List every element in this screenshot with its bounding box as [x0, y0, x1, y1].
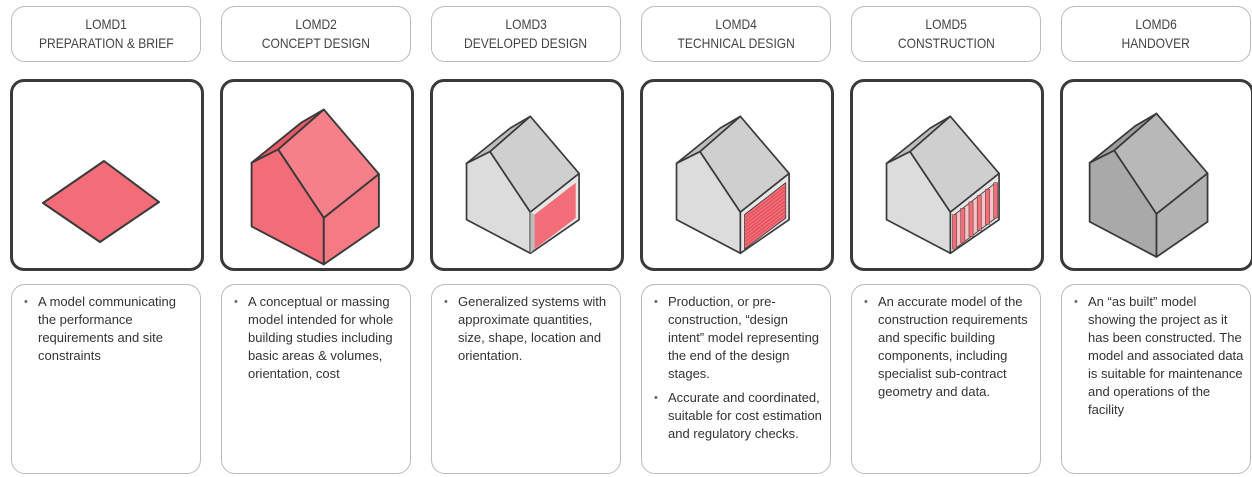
- description-bullet: An “as built” model showing the project …: [1074, 293, 1244, 419]
- stage-description: An accurate model of the construction re…: [851, 284, 1041, 474]
- as-built-house-icon: [1060, 79, 1252, 271]
- description-bullet: Accurate and coordinated, suitable for c…: [654, 389, 824, 443]
- stage-code: LOMD5: [925, 16, 967, 32]
- right-wall-panel: [534, 182, 576, 250]
- stage-code: LOMD6: [1135, 16, 1177, 32]
- stud-frame-panel: [952, 182, 999, 250]
- construction-house-icon: [850, 79, 1044, 271]
- stage-name: CONSTRUCTION: [897, 35, 995, 51]
- stage-code: LOMD1: [85, 16, 127, 32]
- stage-name: CONCEPT DESIGN: [261, 35, 371, 51]
- stage-code: LOMD2: [295, 16, 337, 32]
- wall-thickness: [530, 212, 535, 254]
- stage-name: DEVELOPED DESIGN: [464, 35, 588, 51]
- house-drawing: [1088, 112, 1209, 258]
- description-bullet: An accurate model of the construction re…: [864, 293, 1034, 401]
- description-bullet: A model communicating the performance re…: [24, 293, 194, 365]
- house-drawing: [465, 115, 580, 255]
- house-drawing: [250, 108, 380, 266]
- description-bullet: A conceptual or massing model intended f…: [234, 293, 404, 383]
- stage-code: LOMD4: [715, 16, 757, 32]
- site-plot-icon: [10, 79, 204, 271]
- house-drawing: [675, 115, 790, 255]
- cladding-panel: [744, 182, 787, 250]
- house-drawing: [885, 115, 1000, 255]
- stage-code: LOMD3: [505, 16, 547, 32]
- stage-description: Generalized systems with approximate qua…: [431, 284, 621, 474]
- site-plot-shape: [42, 160, 160, 243]
- developed-house-icon: [430, 79, 624, 271]
- description-bullet: Generalized systems with approximate qua…: [444, 293, 614, 365]
- technical-house-icon: [640, 79, 834, 271]
- stage-name: HANDOVER: [1121, 35, 1191, 51]
- massing-house-icon: [220, 79, 414, 271]
- stage-name: TECHNICAL DESIGN: [677, 35, 795, 51]
- stage-description: An “as built” model showing the project …: [1061, 284, 1251, 474]
- right-wall-face: [322, 173, 380, 266]
- description-bullet: Production, or pre-construction, “design…: [654, 293, 824, 383]
- stage-name: PREPARATION & BRIEF: [38, 35, 174, 51]
- stage-description: Production, or pre-construction, “design…: [641, 284, 831, 474]
- stage-description: A model communicating the performance re…: [11, 284, 201, 474]
- stage-description: A conceptual or massing model intended f…: [221, 284, 411, 474]
- right-wall-face: [1155, 172, 1209, 258]
